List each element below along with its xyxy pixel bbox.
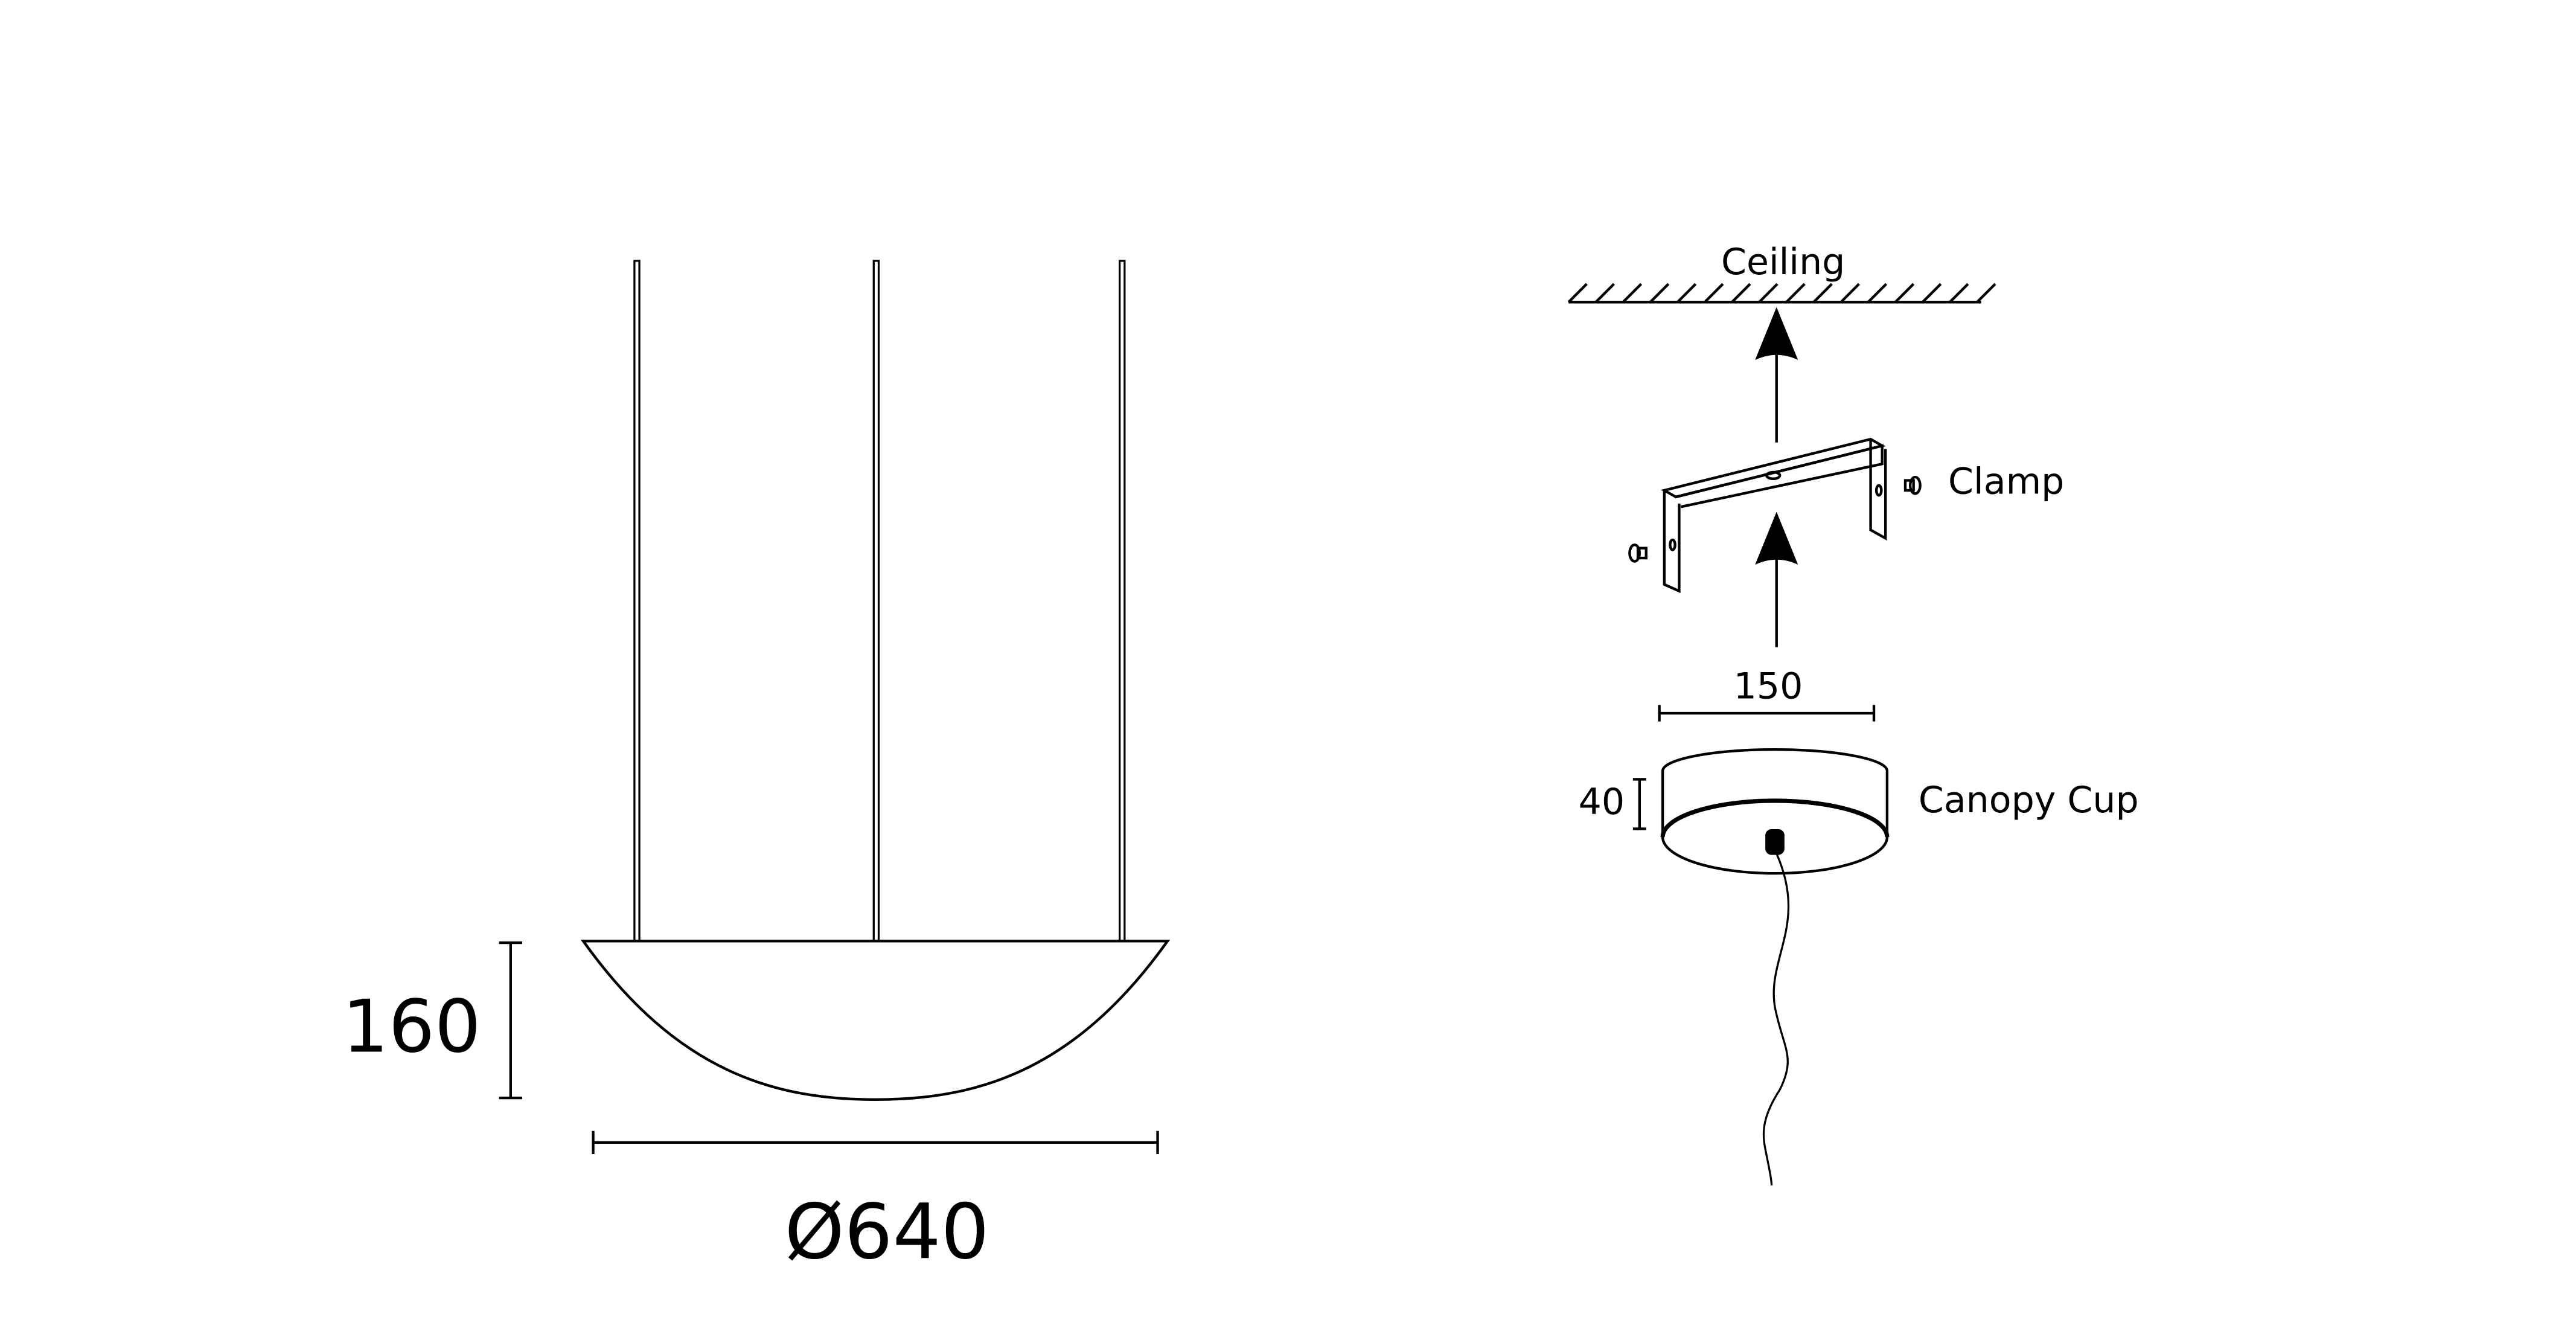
cable-connector: [1765, 829, 1785, 855]
diameter-dimension: Ø640: [592, 1130, 1159, 1276]
hatch-line: [1676, 283, 1697, 303]
hatch-line: [1594, 283, 1615, 303]
hatch-line: [1812, 283, 1833, 303]
pendant-bowl: [580, 940, 1171, 1101]
canopy-height-label: 40: [1579, 781, 1625, 823]
hatch-line: [1785, 283, 1806, 303]
screw-icon: [1628, 544, 1648, 563]
hatch-line: [1839, 283, 1860, 303]
rod-center: [872, 260, 880, 942]
rod-left: [633, 260, 641, 942]
height-label: 160: [342, 985, 481, 1069]
diameter-label: Ø640: [785, 1187, 989, 1276]
arrow-up-icon: [1755, 511, 1798, 647]
hatch-line: [1704, 283, 1724, 303]
canopy-cup: [1660, 748, 1890, 875]
hatch-line: [1731, 283, 1751, 303]
hatch-line: [1922, 283, 1942, 303]
hatch-line: [1622, 283, 1643, 303]
hatch-line: [1949, 283, 1969, 303]
ceiling-label: Ceiling: [1721, 241, 1845, 283]
hatch-line: [1649, 283, 1670, 303]
hatch-line: [1976, 283, 1996, 303]
canopy-width-label: 150: [1734, 665, 1803, 707]
arrow-up-icon: [1755, 307, 1798, 443]
rod-right: [1119, 260, 1126, 942]
hatch-line: [1894, 283, 1915, 303]
canopy-width-dimension: 150: [1658, 665, 1876, 722]
canopy-label: Canopy Cup: [1919, 779, 2139, 821]
ceiling-hatching: [1567, 283, 1996, 303]
clamp-label: Clamp: [1948, 460, 2064, 502]
canopy-height-dimension: 40: [1579, 778, 1646, 830]
height-dimension: 160: [342, 941, 522, 1100]
suspension-rods: [633, 260, 1126, 942]
clamp-bracket: [1628, 437, 1922, 594]
power-cable: [1762, 853, 1790, 1185]
hatch-line: [1867, 283, 1888, 303]
hatch-line: [1567, 283, 1588, 303]
ceiling: Ceiling: [1567, 241, 1996, 304]
screw-icon: [1903, 475, 1922, 495]
hatch-line: [1758, 283, 1779, 303]
